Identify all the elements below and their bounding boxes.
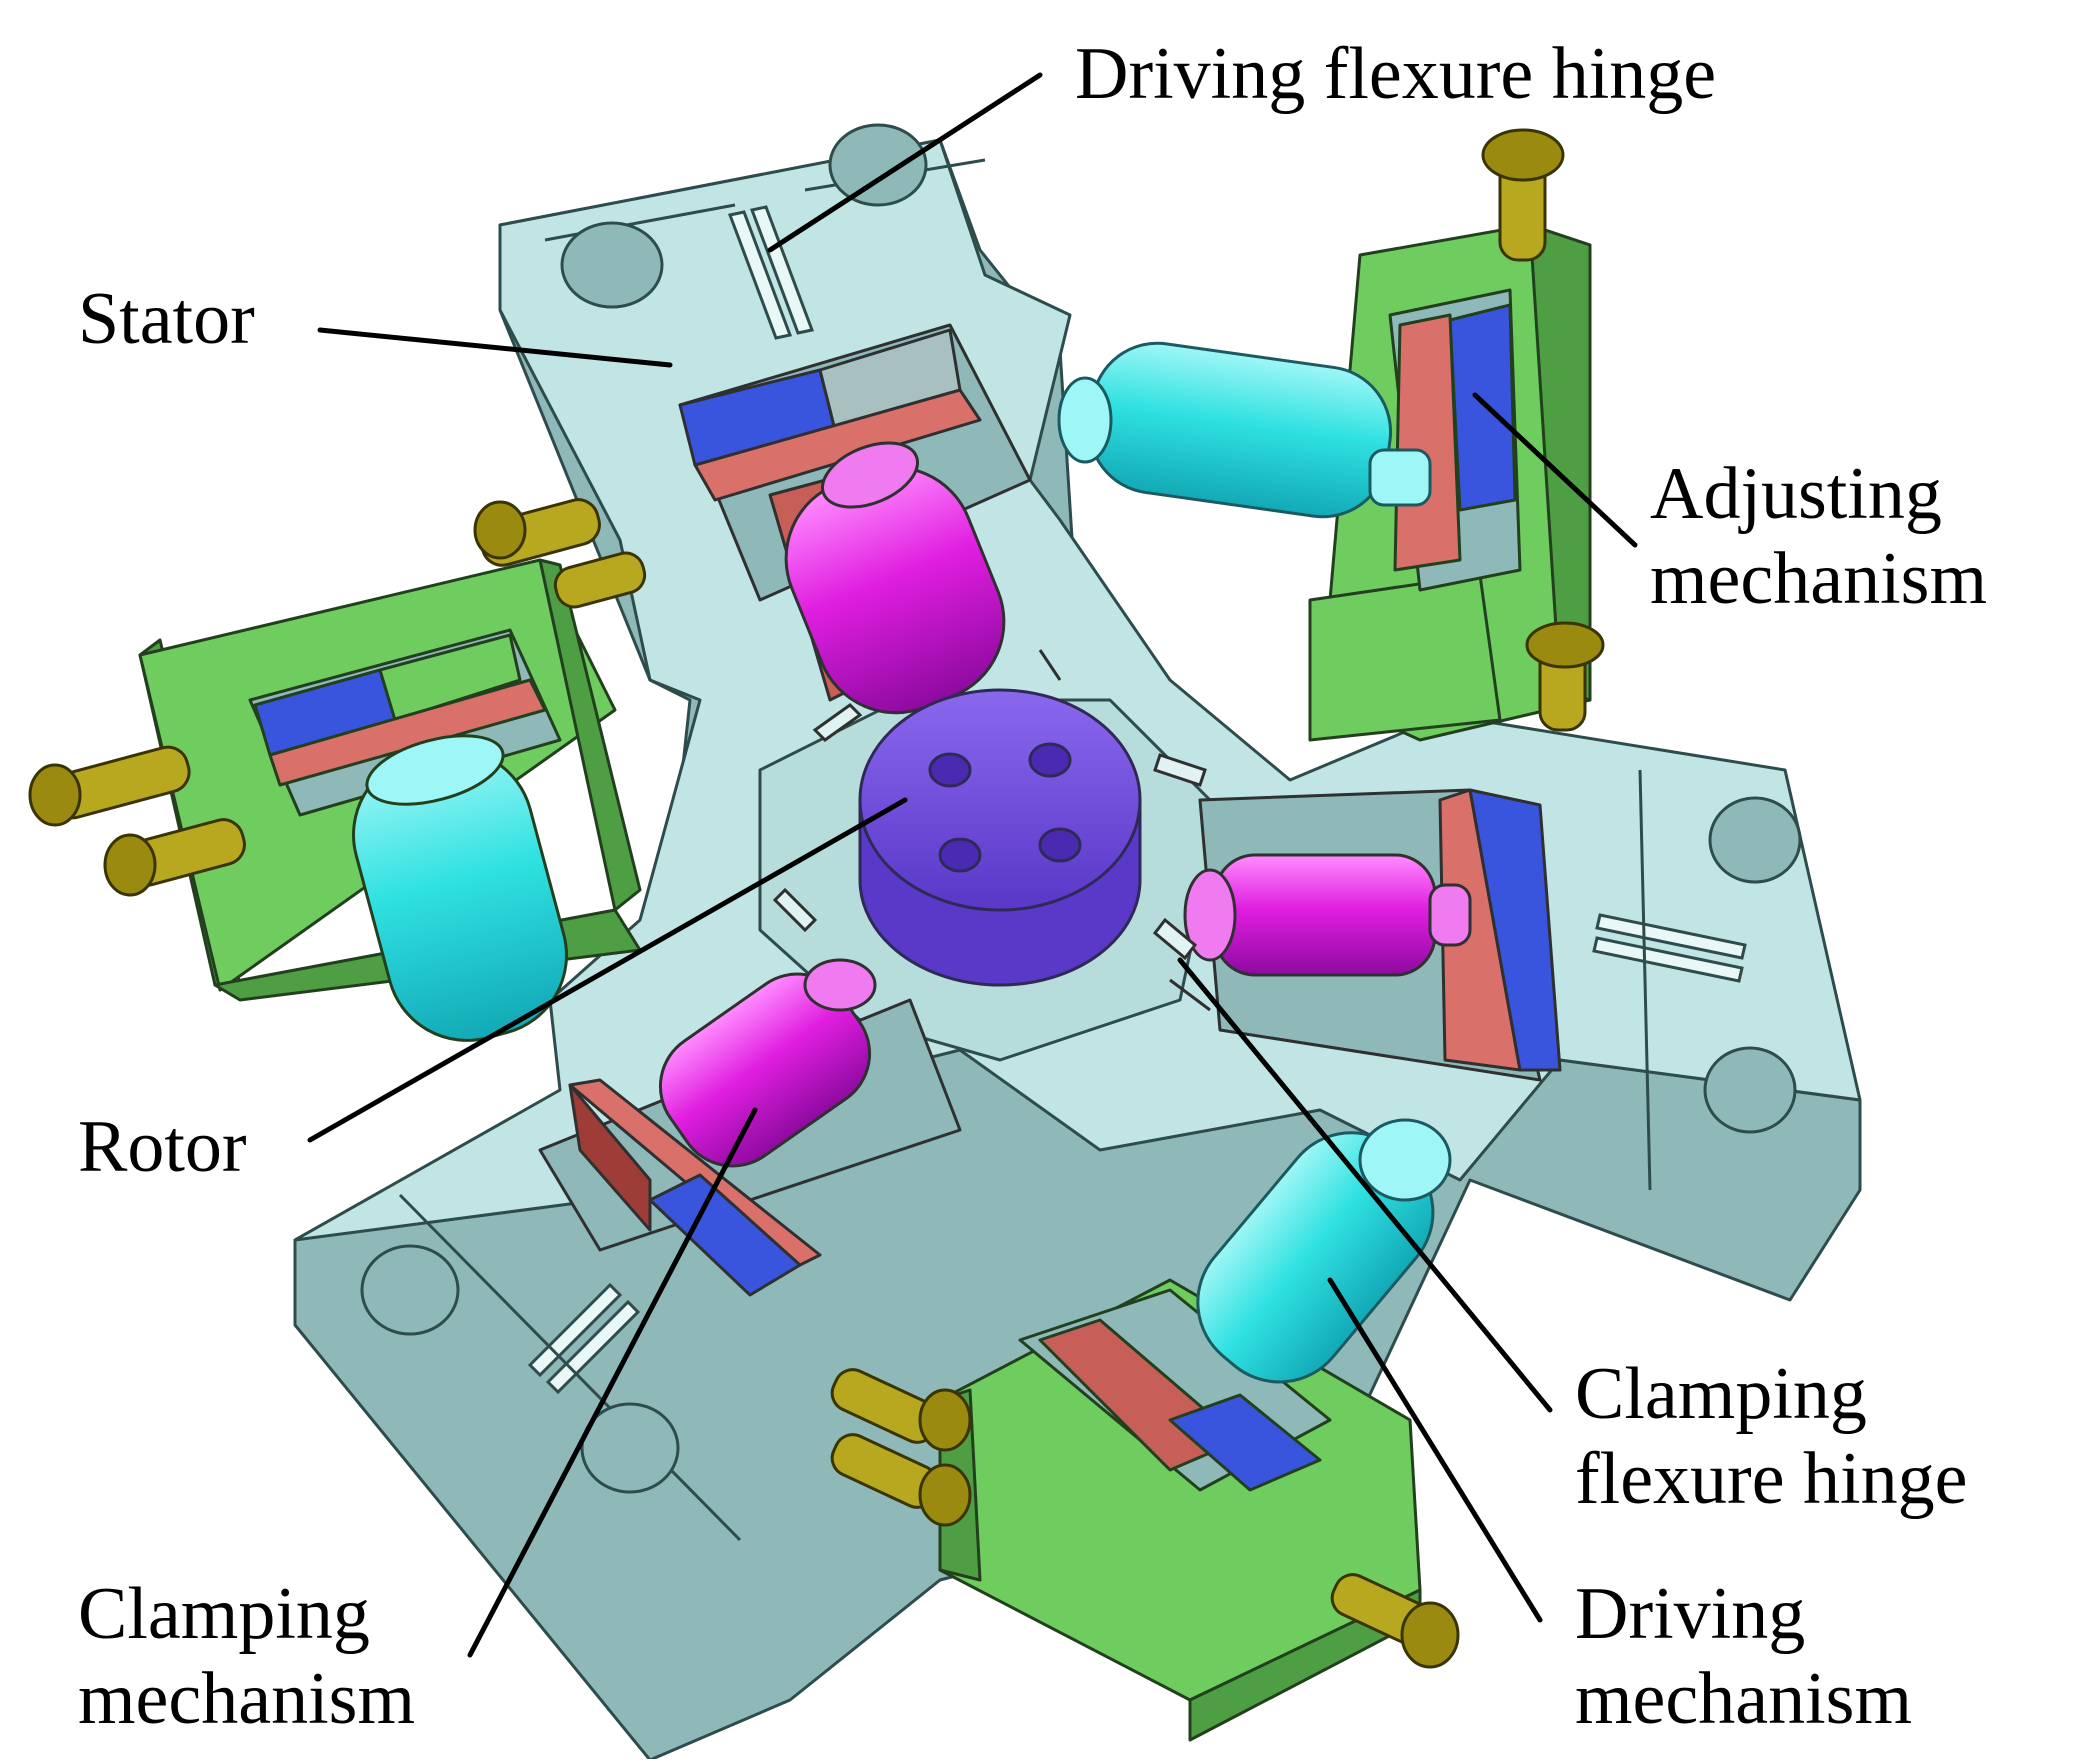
mounting-hole [580,1402,680,1494]
mounting-hole [828,123,928,207]
label-clamping-mechanism-line1: Clamping [78,1573,370,1655]
adjusting-mechanism [1308,223,1592,742]
leader-stator [317,327,673,368]
leader-clamping-mechanism [467,1107,758,1658]
screws-left [28,498,647,897]
leader-driving-flexure-hinge [767,72,1043,253]
rotor-bolt-hole [938,837,982,873]
mounting-holes [360,123,1802,1494]
clamping-unit-bottom [538,958,962,1297]
leader-rotor [307,797,908,1143]
label-clamping-mechanism-line2: mechanism [78,1658,416,1740]
label-rotor: Rotor [78,1106,247,1188]
label-driving-mechanism-line2: mechanism [1575,1658,1913,1740]
leader-lines [307,72,1638,1658]
screws-bottom [830,1368,1460,1669]
rotor-bolt-hole [1028,742,1072,778]
clamping-unit-top [678,323,1032,715]
screws-top-right [1481,128,1605,732]
driving-unit-left [138,558,642,1042]
rotor-bolt-hole [1038,827,1082,863]
driving-unit-right [1183,788,1562,1082]
adjusting-cyan-actuator [1057,341,1432,519]
mounting-hole [1703,1046,1797,1134]
mounting-hole [560,221,664,309]
label-driving-flexure-hinge: Driving flexure hinge [1075,33,1717,115]
leader-adjusting-mechanism [1472,392,1638,548]
clamping-flexure-hinge [772,649,1211,1012]
label-clamping-flexure-hinge-line1: Clamping [1575,1353,1867,1435]
leader-clamping-flexure-hinge [1177,957,1553,1413]
mounting-hole [1708,796,1802,884]
stator-hinge-slots [398,769,1747,1542]
label-driving-mechanism-line1: Driving [1575,1573,1806,1655]
label-stator: Stator [78,278,255,360]
label-clamping-flexure-hinge-line2: flexure hinge [1575,1438,1968,1520]
label-adjusting-mechanism-line1: Adjusting [1650,453,1942,535]
rotor [858,688,1142,987]
leader-driving-mechanism [1327,1277,1543,1623]
rotor-bolt-hole [928,752,972,788]
label-adjusting-mechanism-line2: mechanism [1650,538,1988,620]
driving-unit-bottom [938,1278,1422,1742]
mounting-hole [360,1244,460,1336]
